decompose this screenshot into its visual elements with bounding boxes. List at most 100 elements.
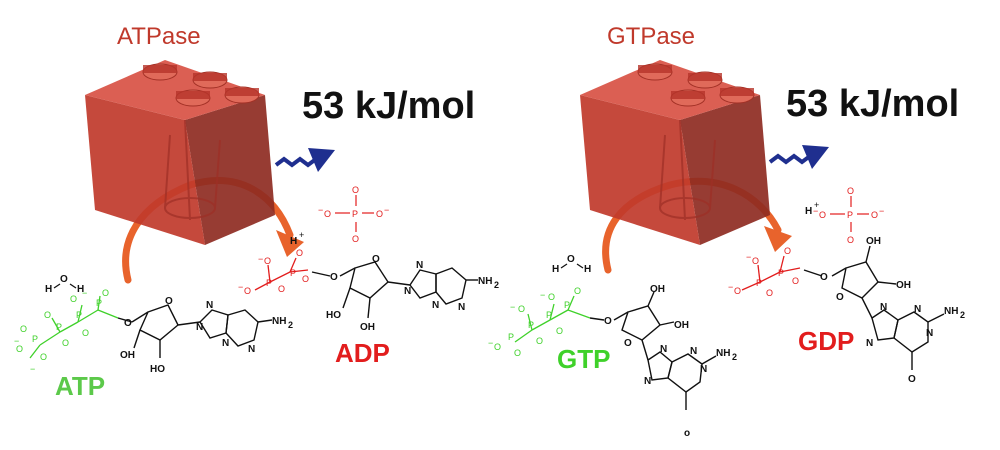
svg-text:O: O bbox=[820, 272, 828, 283]
svg-text:−: − bbox=[14, 336, 19, 346]
svg-text:NH: NH bbox=[944, 306, 958, 317]
adp-structure: P O O O O − − P P O bbox=[238, 185, 499, 333]
svg-text:2: 2 bbox=[732, 352, 737, 362]
svg-text:N: N bbox=[458, 302, 465, 313]
svg-text:P: P bbox=[290, 268, 296, 278]
svg-text:−: − bbox=[746, 252, 751, 262]
proton-right: H + bbox=[805, 200, 819, 217]
released-phosphate-right: P O O O O − − bbox=[813, 186, 884, 245]
svg-text:2: 2 bbox=[960, 310, 965, 320]
gdp-structure: P O O O O − − P P O O bbox=[728, 186, 965, 385]
energy-label-right: 53 kJ/mol bbox=[786, 83, 959, 125]
svg-text:N: N bbox=[914, 304, 921, 315]
svg-text:H: H bbox=[77, 284, 84, 295]
svg-text:H: H bbox=[290, 236, 297, 247]
svg-text:O: O bbox=[752, 256, 759, 266]
svg-text:H: H bbox=[45, 284, 52, 295]
svg-text:N: N bbox=[404, 286, 411, 297]
svg-text:HO: HO bbox=[326, 310, 341, 321]
svg-text:O: O bbox=[766, 288, 773, 298]
svg-text:H: H bbox=[584, 264, 591, 275]
svg-text:NH: NH bbox=[716, 348, 730, 359]
svg-text:O: O bbox=[792, 276, 799, 286]
svg-text:O: O bbox=[302, 274, 309, 284]
svg-text:O: O bbox=[330, 272, 338, 283]
svg-text:O: O bbox=[244, 286, 251, 296]
svg-text:OH: OH bbox=[896, 280, 911, 291]
svg-text:O: O bbox=[556, 326, 563, 336]
svg-text:O: O bbox=[20, 324, 27, 334]
svg-text:O: O bbox=[819, 210, 826, 220]
energy-arrow-right bbox=[768, 145, 829, 169]
svg-text:N: N bbox=[880, 302, 887, 313]
svg-text:O: O bbox=[376, 209, 383, 219]
adp-label: ADP bbox=[335, 338, 390, 368]
svg-text:O: O bbox=[518, 304, 525, 314]
atp-label: ATP bbox=[55, 371, 105, 401]
energy-label-left: 53 kJ/mol bbox=[302, 85, 475, 127]
svg-text:O: O bbox=[40, 352, 47, 362]
svg-text:NH: NH bbox=[478, 276, 492, 287]
gtpase-panel: GTPase bbox=[488, 23, 965, 439]
svg-text:O: O bbox=[734, 286, 741, 296]
svg-text:−: − bbox=[728, 282, 733, 292]
svg-text:O: O bbox=[604, 316, 612, 327]
svg-text:N: N bbox=[660, 344, 667, 355]
svg-text:O: O bbox=[124, 318, 132, 329]
svg-text:2: 2 bbox=[288, 320, 293, 330]
svg-text:P: P bbox=[546, 310, 552, 320]
svg-text:+: + bbox=[814, 200, 819, 210]
svg-text:P: P bbox=[76, 310, 82, 320]
svg-text:O: O bbox=[352, 234, 359, 244]
svg-text:N: N bbox=[196, 322, 203, 333]
svg-text:O: O bbox=[296, 248, 303, 258]
svg-text:O: O bbox=[16, 344, 23, 354]
svg-text:OH: OH bbox=[120, 350, 135, 361]
gtp-label: GTP bbox=[557, 344, 610, 374]
svg-text:−: − bbox=[488, 338, 493, 348]
svg-text:N: N bbox=[700, 364, 707, 375]
svg-text:−: − bbox=[30, 364, 35, 374]
svg-text:OH: OH bbox=[674, 320, 689, 331]
svg-text:P: P bbox=[847, 210, 853, 220]
svg-text:O: O bbox=[836, 292, 844, 303]
gtpase-label: GTPase bbox=[607, 23, 695, 50]
svg-text:P: P bbox=[32, 334, 38, 344]
svg-text:−: − bbox=[813, 206, 818, 216]
svg-text:O: O bbox=[624, 338, 632, 349]
svg-text:O: O bbox=[324, 209, 331, 219]
atpase-panel: ATPase bbox=[14, 23, 499, 401]
svg-text:O: O bbox=[82, 328, 89, 338]
svg-text:P: P bbox=[352, 209, 358, 219]
svg-text:o: o bbox=[684, 428, 690, 439]
svg-text:O: O bbox=[536, 336, 543, 346]
svg-text:−: − bbox=[384, 205, 389, 215]
svg-text:N: N bbox=[206, 300, 213, 311]
svg-text:N: N bbox=[644, 376, 651, 387]
svg-text:O: O bbox=[494, 342, 501, 352]
svg-text:+: + bbox=[299, 230, 304, 240]
gtpase-brick-icon bbox=[580, 60, 770, 245]
svg-text:−: − bbox=[879, 206, 884, 216]
svg-text:−: − bbox=[540, 290, 545, 300]
svg-text:P: P bbox=[508, 332, 514, 342]
svg-text:−: − bbox=[82, 288, 87, 298]
svg-text:O: O bbox=[567, 254, 575, 265]
svg-text:N: N bbox=[926, 328, 933, 339]
svg-text:OH: OH bbox=[650, 284, 665, 295]
svg-text:O: O bbox=[548, 292, 555, 302]
gtp-structure: P P P P O O O O O O O − − − bbox=[488, 284, 737, 439]
svg-text:−: − bbox=[510, 302, 515, 312]
water-right: H O H bbox=[552, 254, 591, 275]
svg-text:O: O bbox=[264, 256, 271, 266]
svg-text:O: O bbox=[70, 294, 77, 304]
svg-text:P: P bbox=[756, 278, 762, 288]
svg-text:N: N bbox=[690, 346, 697, 357]
proton-left: H + bbox=[290, 230, 304, 247]
svg-text:OH: OH bbox=[360, 322, 375, 333]
svg-text:O: O bbox=[372, 254, 380, 265]
svg-text:O: O bbox=[62, 338, 69, 348]
svg-text:N: N bbox=[432, 300, 439, 311]
atp-structure: P P P P O O O O O O O O − − − bbox=[14, 288, 293, 375]
